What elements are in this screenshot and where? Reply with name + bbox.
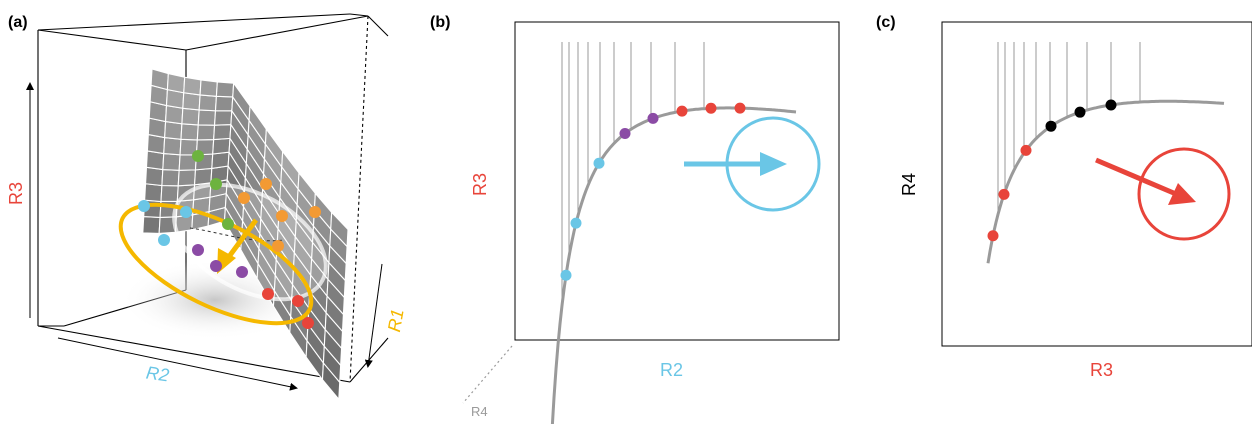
panel-b-indifference-curve	[550, 106, 797, 424]
r1-axis-arrow	[364, 263, 383, 368]
surface-cell	[180, 123, 199, 141]
red-point	[1020, 144, 1032, 156]
surface-cell	[182, 92, 201, 111]
panel-a-letter: (a)	[8, 14, 28, 31]
panel-c-r3-label: R3	[1090, 360, 1114, 380]
surface-cell	[215, 81, 235, 98]
black-point	[1105, 99, 1117, 111]
curved-surface	[142, 68, 349, 401]
surface-cell	[166, 72, 186, 94]
orange-point	[260, 178, 272, 190]
surface-points	[138, 150, 321, 329]
green-point	[222, 218, 234, 230]
purple-point	[236, 266, 248, 278]
panel-a	[26, 13, 389, 401]
surface-cell	[161, 168, 180, 187]
panel-b-grid	[561, 42, 705, 306]
panel-b-letter: (b)	[430, 14, 451, 31]
black-point	[1045, 120, 1057, 132]
panel-b-r2-label: R2	[660, 360, 684, 380]
orange-point	[309, 206, 321, 218]
surface-cell	[183, 76, 202, 96]
red-point	[998, 188, 1010, 200]
green-point	[210, 178, 222, 190]
red-point	[676, 105, 688, 117]
surface-cell	[193, 167, 213, 186]
orange-point	[238, 192, 250, 204]
panel-c-grid	[997, 42, 1141, 215]
surface-cell	[163, 136, 182, 156]
surface-cell	[164, 120, 183, 140]
surface-cell	[199, 79, 218, 97]
surface-cell	[160, 184, 179, 203]
dashed-path	[189, 227, 285, 242]
red-point	[987, 230, 999, 242]
blue-point	[138, 200, 150, 212]
surface-cell	[212, 137, 231, 155]
surface-cell	[196, 124, 216, 141]
surface-cell	[211, 151, 230, 170]
panel-b-frame	[514, 21, 840, 341]
red-point	[302, 317, 314, 329]
blue-point	[158, 234, 170, 246]
red-point	[705, 102, 717, 114]
blue-point	[180, 206, 192, 218]
purple-point	[192, 244, 204, 256]
orange-point	[276, 210, 288, 222]
surface-cell	[213, 124, 232, 141]
red-point	[734, 102, 746, 114]
purple-point	[619, 128, 631, 140]
panel-b-arrow-head	[760, 152, 787, 176]
surface-cell	[214, 95, 234, 112]
surface-cell	[142, 215, 161, 235]
purple-point	[210, 260, 222, 272]
blue-point	[570, 217, 582, 229]
surface-cell	[213, 110, 233, 126]
surface-cell	[150, 68, 169, 91]
r2-axis-arrow	[57, 337, 298, 391]
orange-point	[272, 240, 284, 252]
panel-c-circle	[1137, 147, 1231, 241]
panel-b	[462, 21, 840, 424]
panel-b-points	[560, 102, 746, 281]
surface-cell	[144, 183, 163, 203]
surface-cell	[177, 169, 197, 187]
surface-cell	[162, 152, 181, 171]
panel-c-arrow-shaft	[1095, 157, 1177, 197]
red-point	[262, 288, 274, 300]
blue-point	[560, 269, 572, 281]
surface-cell	[181, 107, 200, 126]
surface-cell	[145, 150, 165, 171]
surface-cell	[144, 166, 164, 187]
translucent-ring	[172, 182, 328, 302]
gold-ellipse	[118, 202, 314, 326]
panel-c-points	[987, 99, 1117, 242]
green-point	[192, 150, 204, 162]
red-point	[292, 295, 304, 307]
panel-c	[941, 21, 1252, 347]
surface-cell	[330, 211, 349, 248]
panel-c-arrow-head	[1168, 183, 1196, 205]
black-point	[1074, 106, 1086, 118]
panel-c-letter: (c)	[876, 14, 896, 31]
gold-arrow-shaft	[225, 218, 259, 260]
surface-cell	[197, 109, 217, 126]
blue-point	[593, 157, 605, 169]
panel-b-r4-label: R4	[471, 404, 488, 419]
surface-cell	[198, 94, 217, 112]
panel-c-frame	[941, 21, 1252, 347]
r4-diagonal-axis	[462, 345, 513, 404]
purple-point	[647, 112, 659, 124]
